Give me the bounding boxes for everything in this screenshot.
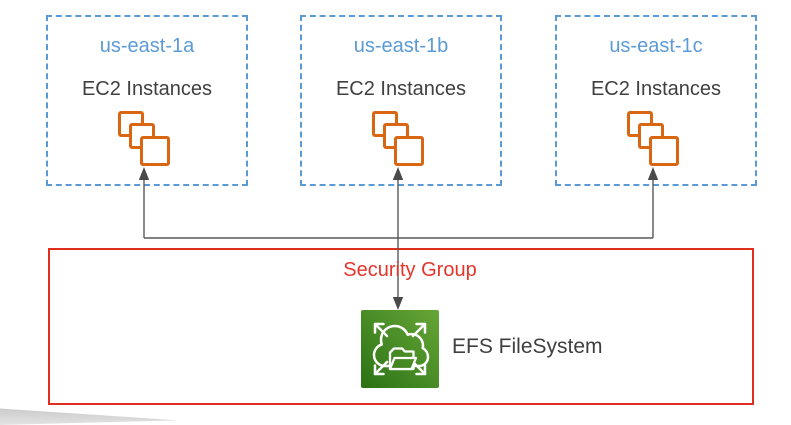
efs-filesystem-label: EFS FileSystem: [452, 335, 603, 358]
efs-cloud-outline: [372, 324, 430, 368]
availability-zone-box-1a: us-east-1a EC2 Instances: [46, 15, 248, 186]
ec2-square-front: [140, 136, 170, 166]
ec2-instances-label: EC2 Instances: [590, 78, 722, 100]
slide-corner-decoration: [0, 408, 178, 425]
ec2-instances-icon: [118, 111, 172, 168]
zone-name-label: us-east-1a: [99, 35, 195, 57]
zone-name-label: us-east-1b: [353, 35, 449, 57]
efs-arrow-bottom-left: [373, 360, 389, 376]
efs-arrow-top-left: [373, 322, 389, 338]
ec2-instances-icon: [627, 111, 681, 168]
efs-filesystem-icon: [361, 310, 439, 388]
zone-name-label: us-east-1c: [609, 35, 703, 57]
security-group-label: Security Group: [343, 259, 477, 281]
ec2-square-front: [394, 136, 424, 166]
ec2-instances-label: EC2 Instances: [335, 78, 467, 100]
ec2-square-front: [649, 136, 679, 166]
availability-zone-box-1b: us-east-1b EC2 Instances: [300, 15, 502, 186]
ec2-instances-label: EC2 Instances: [81, 78, 213, 100]
ec2-instances-icon: [372, 111, 426, 168]
efs-folder-flap: [388, 356, 418, 371]
efs-arrow-bottom-right: [411, 360, 427, 376]
availability-zone-box-1c: us-east-1c EC2 Instances: [555, 15, 757, 186]
